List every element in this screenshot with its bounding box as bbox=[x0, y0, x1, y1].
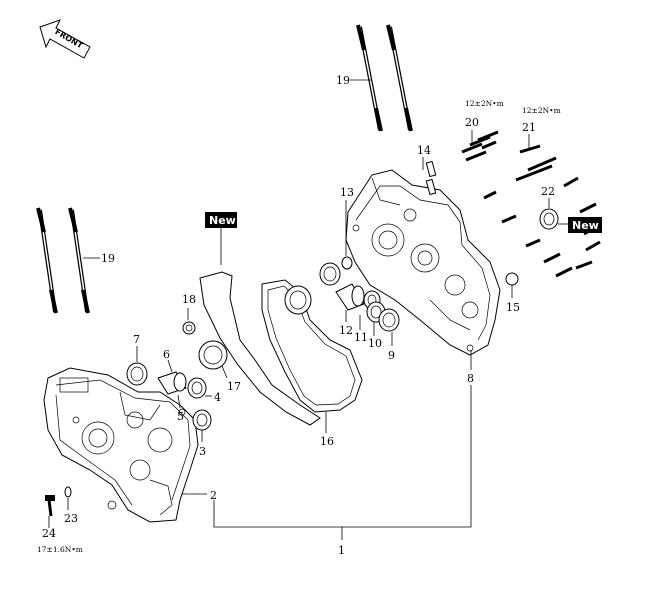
callout-14: 14 bbox=[417, 144, 431, 157]
callout-13: 13 bbox=[340, 186, 354, 199]
callout-4: 4 bbox=[214, 391, 221, 404]
torque-spec-21: 12±2N•m bbox=[522, 106, 561, 115]
torque-spec-24: 17±1.6N•m bbox=[37, 545, 83, 554]
case-gasket bbox=[199, 271, 321, 426]
drain-plug bbox=[505, 272, 519, 286]
bushing bbox=[157, 371, 187, 395]
seal-ring bbox=[198, 340, 228, 370]
callout-20: 20 bbox=[465, 116, 479, 129]
callout-18: 18 bbox=[182, 293, 196, 306]
new-badge-seal: New bbox=[568, 217, 602, 233]
callout-23: 23 bbox=[64, 512, 78, 525]
callout-17: 17 bbox=[227, 380, 241, 393]
crank-bush bbox=[335, 283, 365, 311]
callout-24: 24 bbox=[42, 527, 56, 540]
bolts-20 bbox=[461, 130, 499, 162]
callout-12: 12 bbox=[339, 324, 353, 337]
callout-5: 5 bbox=[177, 410, 184, 423]
callout-3: 3 bbox=[199, 445, 206, 458]
callout-9: 9 bbox=[388, 349, 395, 362]
callout-2: 2 bbox=[210, 489, 217, 502]
callout-19-left: 19 bbox=[101, 252, 115, 265]
new-badge-gasket: New bbox=[205, 212, 237, 228]
callout-1: 1 bbox=[338, 544, 345, 557]
callout-22: 22 bbox=[541, 185, 555, 198]
dowel-pins bbox=[425, 160, 437, 196]
oil-seal bbox=[284, 285, 312, 315]
callout-7: 7 bbox=[133, 333, 140, 346]
front-arrow-icon: FRONT bbox=[39, 19, 91, 59]
bearing-9 bbox=[378, 308, 400, 332]
crankcase-left-half bbox=[43, 367, 199, 523]
bearing-4 bbox=[187, 377, 207, 399]
callout-11: 11 bbox=[354, 331, 368, 344]
callout-19-right: 19 bbox=[336, 74, 350, 87]
washer bbox=[182, 321, 196, 335]
callout-15: 15 bbox=[506, 301, 520, 314]
crankcase-right-half bbox=[345, 169, 501, 356]
stud-bolts-left bbox=[36, 207, 90, 314]
callout-6: 6 bbox=[163, 348, 170, 361]
torque-spec-20: 12±2N•m bbox=[465, 99, 504, 108]
callout-10: 10 bbox=[368, 337, 382, 350]
bearing-3 bbox=[192, 409, 212, 431]
bolts-21 bbox=[515, 144, 557, 182]
bearing-13 bbox=[319, 256, 353, 286]
new-badge-label: New bbox=[209, 214, 236, 227]
callout-16: 16 bbox=[320, 435, 334, 448]
callout-21: 21 bbox=[522, 121, 536, 134]
callout-8: 8 bbox=[467, 372, 474, 385]
new-badge-label: New bbox=[572, 219, 599, 232]
bearing-7 bbox=[126, 362, 148, 386]
oil-seal-22 bbox=[539, 208, 559, 230]
bolt-24 bbox=[45, 495, 55, 517]
stud-bolts-right bbox=[356, 24, 413, 132]
washer-23 bbox=[64, 486, 72, 498]
